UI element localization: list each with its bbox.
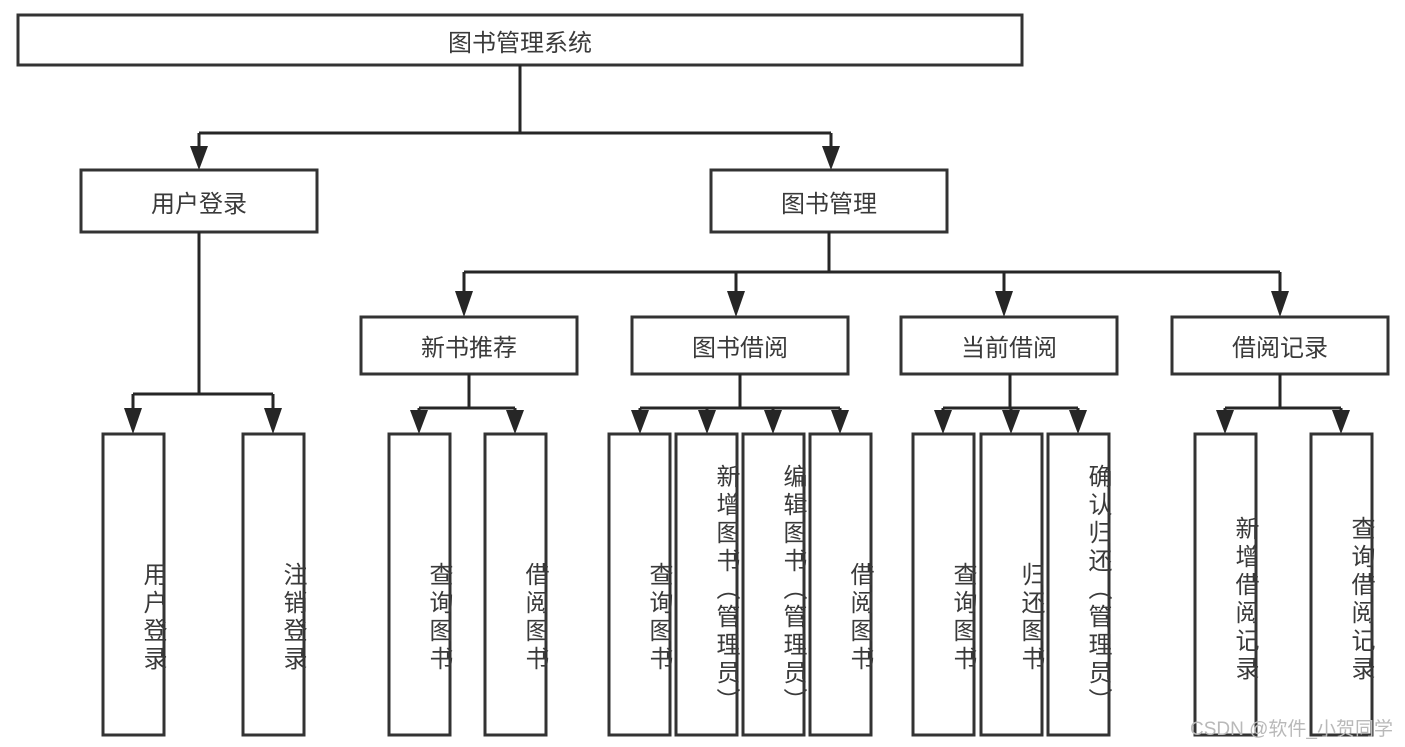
leaf-query-book-2-box[interactable] xyxy=(607,432,672,737)
arrowhead-leaf-add-book xyxy=(698,410,716,434)
arrowhead-book-borrow xyxy=(727,291,745,317)
leaf-add-book-box[interactable] xyxy=(674,432,739,737)
arrowhead-leaf-edit-book xyxy=(764,410,782,434)
node-user-login-box[interactable] xyxy=(79,168,319,234)
leaf-query-record-box[interactable] xyxy=(1309,432,1374,737)
arrowhead-leaf-confirm-return xyxy=(1069,410,1087,434)
leaf-borrow-book-1-box[interactable] xyxy=(483,432,548,737)
arrowhead-leaf-query-book-2 xyxy=(631,410,649,434)
arrowhead-book-manage xyxy=(822,146,840,170)
leaf-query-book-3-box[interactable] xyxy=(911,432,976,737)
leaf-confirm-return-box[interactable] xyxy=(1046,432,1111,737)
leaf-borrow-book-2-box[interactable] xyxy=(808,432,873,737)
arrowhead-leaf-logout xyxy=(264,408,282,434)
node-new-book-recommend-box[interactable] xyxy=(359,315,579,376)
arrowhead-borrow-record xyxy=(1271,291,1289,317)
leaf-add-record-box[interactable] xyxy=(1193,432,1258,737)
leaf-edit-book-box[interactable] xyxy=(741,432,806,737)
node-book-manage-box[interactable] xyxy=(709,168,949,234)
node-borrow-record-box[interactable] xyxy=(1170,315,1390,376)
arrowhead-current-borrow xyxy=(995,291,1013,317)
node-root-box[interactable] xyxy=(16,13,1024,67)
arrowhead-leaf-query-book-3 xyxy=(934,410,952,434)
leaf-return-book-box[interactable] xyxy=(979,432,1044,737)
arrowhead-leaf-return-book xyxy=(1002,410,1020,434)
arrowhead-leaf-borrow-book-2 xyxy=(831,410,849,434)
arrowhead-leaf-add-record xyxy=(1216,410,1234,434)
leaf-logout-box[interactable] xyxy=(241,432,306,737)
arrowhead-new-book xyxy=(455,291,473,317)
arrowhead-leaf-query-record xyxy=(1332,410,1350,434)
arrowhead-leaf-borrow-book-1 xyxy=(506,410,524,434)
arrowhead-user-login xyxy=(190,146,208,170)
node-book-borrow-box[interactable] xyxy=(630,315,850,376)
leaf-user-login-box[interactable] xyxy=(101,432,166,737)
arrowhead-leaf-query-book-1 xyxy=(410,410,428,434)
leaf-query-book-1-box[interactable] xyxy=(387,432,452,737)
arrowhead-leaf-user-login xyxy=(124,408,142,434)
node-current-borrow-box[interactable] xyxy=(899,315,1119,376)
